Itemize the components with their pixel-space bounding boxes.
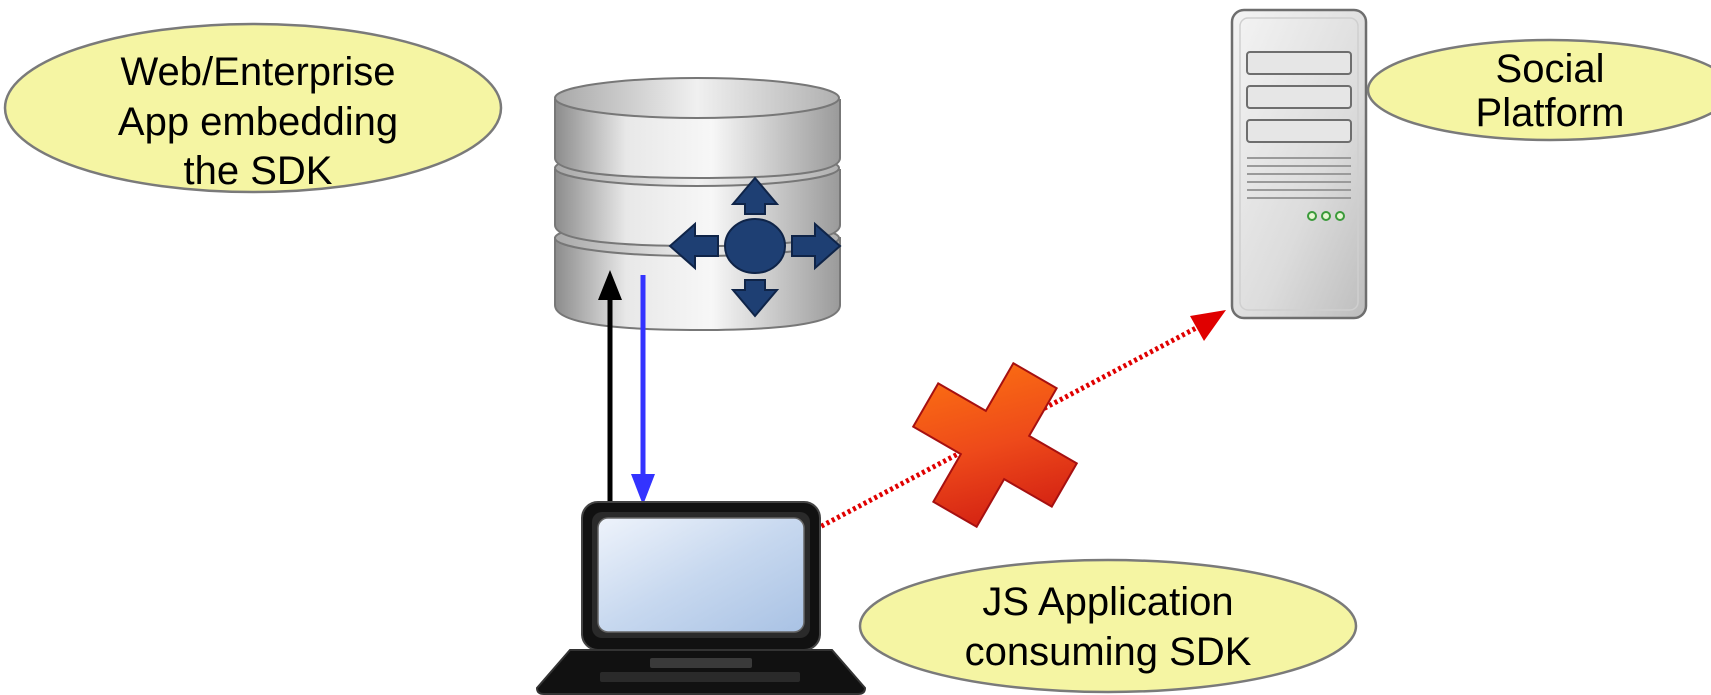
tower-server-icon xyxy=(1230,8,1368,320)
navigation-arrows-icon xyxy=(668,176,842,318)
social-platform-label: Social Platform xyxy=(1366,38,1711,142)
connection-client-to-web-app xyxy=(598,270,622,508)
database-server-icon xyxy=(554,77,842,332)
js-app-label: JS Application consuming SDK xyxy=(858,558,1358,694)
js-app-label-line-1: JS Application xyxy=(982,580,1233,624)
social-platform-label-line-1: Social xyxy=(1496,47,1605,91)
web-app-label-line-3: the SDK xyxy=(184,149,333,193)
web-app-label-line-1: Web/Enterprise xyxy=(121,50,396,94)
connection-web-app-to-client xyxy=(631,275,655,505)
web-app-label-line-2: App embedding xyxy=(118,100,398,144)
laptop-icon xyxy=(535,501,867,695)
blocked-cross-icon xyxy=(911,361,1079,529)
social-platform-label-line-2: Platform xyxy=(1476,91,1625,135)
web-app-label: Web/Enterprise App embedding the SDK xyxy=(3,22,503,194)
js-app-label-line-2: consuming SDK xyxy=(965,630,1252,674)
